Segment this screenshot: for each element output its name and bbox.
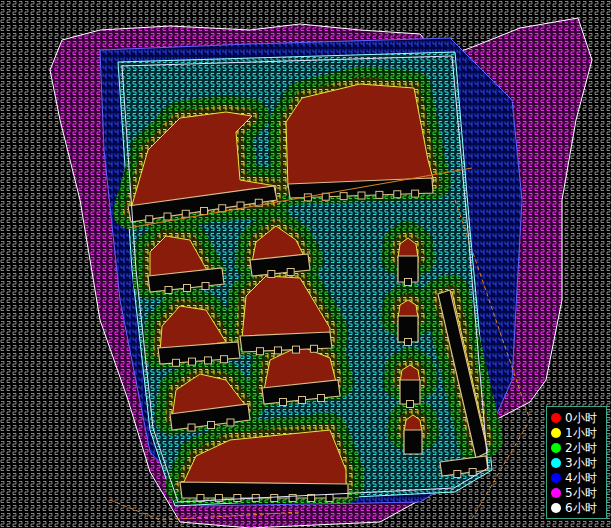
building-bay <box>326 495 333 502</box>
building-bay <box>275 347 282 354</box>
building-bay <box>412 190 419 197</box>
two-hour-band <box>398 300 418 318</box>
shadow-zone <box>182 430 346 486</box>
two-hour-band <box>182 430 346 486</box>
legend-swatch <box>551 428 561 438</box>
legend-swatch <box>551 443 561 453</box>
building-footprint <box>404 430 422 454</box>
one-hour-bands <box>130 84 486 486</box>
shadow-zone <box>242 276 330 340</box>
legend-swatch <box>551 488 561 498</box>
zero-hour-shadows <box>130 84 486 486</box>
building-bay <box>289 495 296 502</box>
building-bay <box>407 401 414 408</box>
one-hour-band <box>398 238 418 258</box>
building-bay <box>173 359 180 366</box>
building-bay <box>318 395 325 402</box>
building-bay <box>287 269 294 276</box>
five-hour-zone <box>50 18 592 528</box>
building-footprint <box>170 404 250 430</box>
building-footprint <box>250 254 310 276</box>
legend-label: 1小时 <box>565 426 597 440</box>
building-bay <box>227 419 234 426</box>
building-bay <box>376 191 383 198</box>
legend-label: 4小时 <box>565 471 597 485</box>
building-bay <box>164 213 171 220</box>
three-hour-zone <box>118 52 492 506</box>
building-bay <box>311 345 318 352</box>
building-bay <box>188 424 195 431</box>
legend-item: 2小时 <box>551 440 604 455</box>
building-bay <box>201 208 208 215</box>
building-footprint <box>128 186 277 222</box>
shadow-zone <box>286 84 434 188</box>
building-bay <box>280 399 287 406</box>
legend-swatch <box>551 473 561 483</box>
building-bay <box>469 469 476 476</box>
one-hour-band <box>398 300 418 318</box>
building-bay <box>205 357 212 364</box>
building-bay <box>165 287 172 294</box>
legend: 0小时1小时2小时3小时4小时5小时6小时 <box>546 406 607 519</box>
one-hour-band <box>286 84 434 188</box>
buildings <box>128 178 488 502</box>
legend-label: 3小时 <box>565 456 597 470</box>
legend-item: 6小时 <box>551 500 604 515</box>
legend-item: 3小时 <box>551 455 604 470</box>
two-hour-band <box>398 238 418 258</box>
building-bay <box>146 216 153 223</box>
building-bay <box>394 191 401 198</box>
building-bay <box>257 348 264 355</box>
building-bay <box>299 397 306 404</box>
building-bay <box>454 471 461 478</box>
building-bay <box>358 192 365 199</box>
building-bay <box>293 346 300 353</box>
legend-item: 5小时 <box>551 485 604 500</box>
four-hour-zone <box>100 38 522 506</box>
building-bay <box>405 279 412 286</box>
building-bay <box>340 193 347 200</box>
legend-swatch <box>551 458 561 468</box>
building-footprint <box>440 456 488 476</box>
building-bay <box>189 358 196 365</box>
two-hour-band <box>242 276 330 340</box>
building-footprint <box>262 380 340 404</box>
building-bay <box>271 495 278 502</box>
legend-label: 6小时 <box>565 501 597 515</box>
two-hour-band <box>286 84 434 188</box>
building-bay <box>221 356 228 363</box>
legend-item: 4小时 <box>551 470 604 485</box>
building-bay <box>202 283 209 290</box>
building-bay <box>208 422 215 429</box>
site-boundary <box>122 56 488 502</box>
legend-item: 0小时 <box>551 410 604 425</box>
building-footprint <box>158 342 240 364</box>
orange-dashed-line <box>455 200 530 522</box>
building-footprint <box>240 332 332 352</box>
orange-dashed-line <box>110 500 300 520</box>
building-bay <box>268 271 275 278</box>
legend-swatch <box>551 413 561 423</box>
building-bay <box>182 210 189 217</box>
orange-line <box>128 168 472 228</box>
one-hour-band <box>242 276 330 340</box>
legend-swatch <box>551 503 561 513</box>
building-bay <box>184 285 191 292</box>
building-footprint <box>148 268 224 292</box>
building-bay <box>405 339 412 346</box>
shadow-zone <box>398 300 418 318</box>
legend-label: 0小时 <box>565 411 597 425</box>
legend-item: 1小时 <box>551 425 604 440</box>
one-hour-band <box>182 430 346 486</box>
legend-label: 5小时 <box>565 486 597 500</box>
building-bay <box>234 495 241 502</box>
shadow-zone <box>398 238 418 258</box>
two-hour-bands <box>130 84 486 486</box>
building-footprint <box>180 482 348 498</box>
legend-label: 2小时 <box>565 441 597 455</box>
